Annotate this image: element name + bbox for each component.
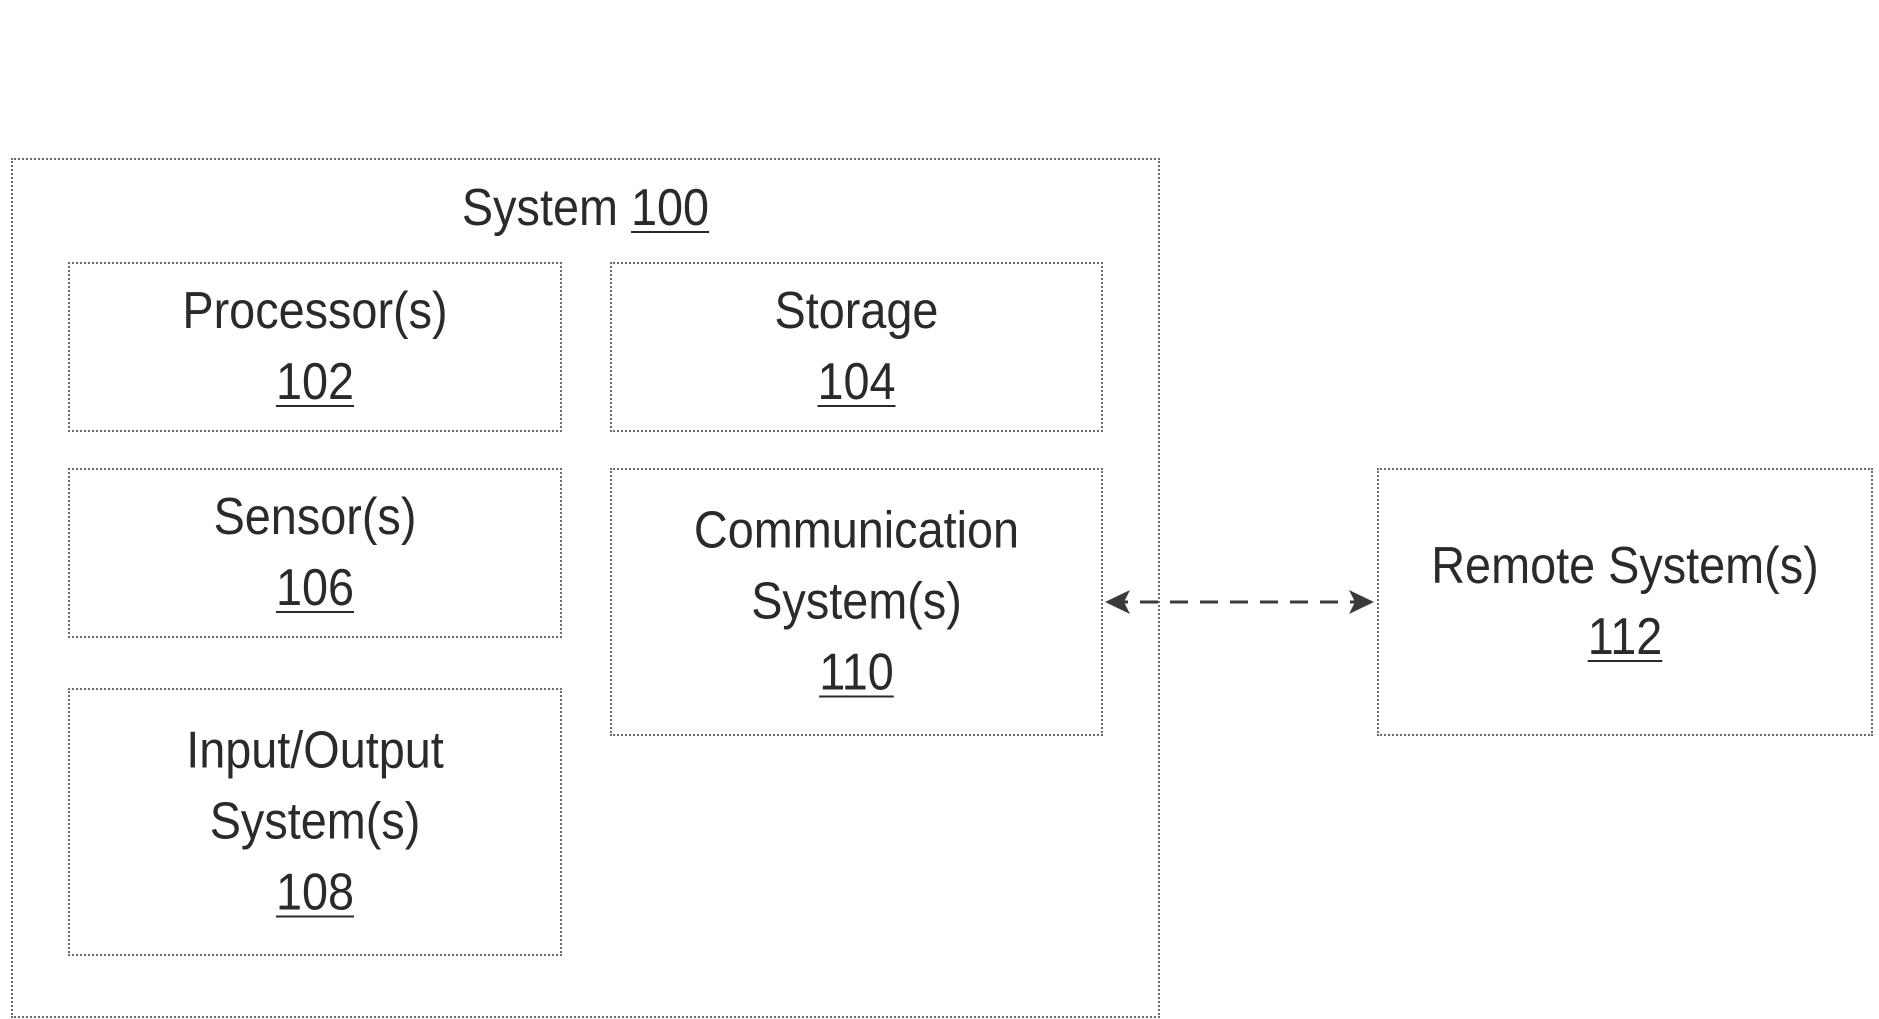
remote-block: Remote System(s) 112 — [1377, 468, 1873, 736]
storage-label: Storage — [636, 276, 1076, 347]
processors-block: Processor(s) 102 — [68, 262, 562, 432]
sensors-label: Sensor(s) — [95, 482, 536, 553]
system-title-text: System — [462, 179, 618, 237]
io-block: Input/Output System(s) 108 — [68, 688, 562, 956]
sensors-block: Sensor(s) 106 — [68, 468, 562, 638]
io-ref: 108 — [95, 858, 536, 929]
communication-label-line-2: System(s) — [636, 567, 1076, 638]
arrowhead-right — [1349, 590, 1374, 614]
remote-ref: 112 — [1404, 602, 1847, 673]
processors-ref: 102 — [95, 347, 536, 418]
io-label-line-1: Input/Output — [95, 716, 536, 787]
storage-ref: 104 — [636, 347, 1076, 418]
remote-label: Remote System(s) — [1404, 531, 1847, 602]
processors-label: Processor(s) — [95, 276, 536, 347]
io-label-line-2: System(s) — [95, 787, 536, 858]
system-title: System 100 — [68, 178, 1102, 238]
system-ref: 100 — [631, 179, 709, 237]
communication-label-line-1: Communication — [636, 496, 1076, 567]
communication-ref: 110 — [636, 638, 1076, 709]
communication-block: Communication System(s) 110 — [610, 468, 1103, 736]
sensors-ref: 106 — [95, 553, 536, 624]
storage-block: Storage 104 — [610, 262, 1103, 432]
